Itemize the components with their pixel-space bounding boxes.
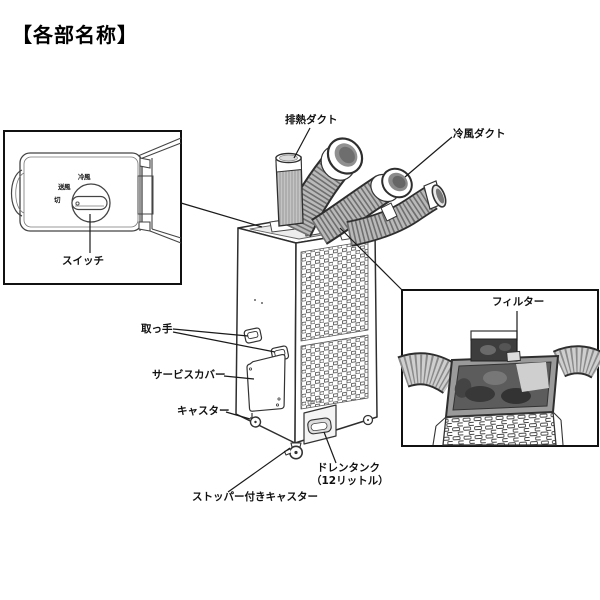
page-title: 【各部名称】 [12,23,138,47]
main-unit [235,213,378,460]
leader-stopper-caster [227,447,291,493]
caster-rear-right [362,414,374,426]
leader-caster [225,411,251,420]
filter-inset-box [397,289,600,447]
label-drain-tank-capacity: （12リットル） [311,475,389,487]
ducts [269,137,447,247]
exhaust-duct-cylinder [275,152,304,227]
label-handle: 取っ手 [141,323,173,335]
label-drain-tank: ドレンタンク [317,462,380,474]
leader-exhaust-duct [293,127,311,159]
switch-inset-box [3,130,182,285]
leader-drain-tank [323,431,337,464]
filter-inset-grille [432,411,564,446]
leader-service-cover [223,375,255,380]
label-exhaust-duct: 排熱ダクト [285,114,338,126]
grille-upper [300,240,369,342]
label-switch: スイッチ [62,255,104,267]
panel-grip [11,169,23,217]
label-caster-with-stopper: ストッパー付きキャスター [192,491,318,503]
face-dot [254,299,256,301]
filter-element[interactable] [470,330,521,363]
duct-hose-cold-1 [311,167,413,245]
grille-lower [300,334,369,410]
leader-switch-inset [180,202,263,228]
label-filter: フィルター [492,296,545,308]
face-dot [261,302,263,304]
face-dot [309,276,311,278]
label-switch-off: 切 [54,196,61,204]
leader-filter-inset [339,227,403,291]
rotary-switch[interactable] [71,183,111,223]
filter-inset-hoses [397,345,600,395]
label-switch-cool: 冷風 [78,173,91,181]
label-switch-fan: 送風 [58,183,71,191]
caster-front-stopper [284,442,303,460]
panel-frame [137,137,182,244]
duct-hose-cold-2 [346,180,447,247]
caster-rear-left [249,413,262,428]
leader-cold-air-duct [404,136,453,178]
handle-left-upper [243,327,263,344]
label-service-cover: サービスカバー [152,369,226,381]
leader-handle-2 [172,331,276,353]
service-cover-panel [246,353,286,412]
drain-tank [303,398,337,445]
label-cold-air-duct: 冷風ダクト [453,128,506,140]
label-caster: キャスター [177,405,230,417]
filter-opening [444,354,560,419]
leader-handle-1 [172,328,249,337]
leader-lines [172,127,453,493]
